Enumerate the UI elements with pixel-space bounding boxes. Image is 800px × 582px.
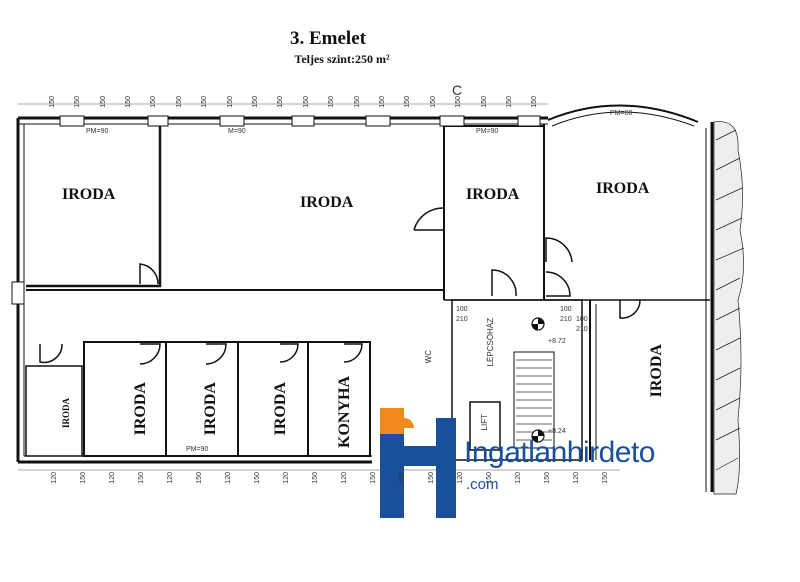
- door-note-1b: 210: [456, 316, 468, 323]
- dimension-label: 150: [277, 96, 285, 108]
- dimension-label: 150: [48, 96, 56, 108]
- dimension-label: 150: [302, 96, 310, 108]
- room-label-konyha: KONYHA: [336, 376, 353, 448]
- dimension-label: 150: [601, 472, 609, 484]
- dimension-label: 120: [456, 472, 464, 484]
- room-label-iroda-small: IRODA: [61, 398, 71, 429]
- room-label-iroda-8: IRODA: [272, 382, 289, 436]
- dimension-label: 150: [137, 472, 145, 484]
- dimension-label: 150: [74, 96, 82, 108]
- door-note-2b: 210: [560, 316, 572, 323]
- dimension-label: 150: [378, 96, 386, 108]
- dimension-label: 120: [50, 472, 58, 484]
- dimension-label: 150: [543, 472, 551, 484]
- dimension-label: 150: [99, 96, 107, 108]
- dimension-label: 150: [455, 96, 463, 108]
- window-note-1: PM=90: [86, 128, 109, 135]
- dimension-label: 120: [572, 472, 580, 484]
- page-title: 3. Emelet: [290, 28, 366, 49]
- room-label-iroda-7: IRODA: [202, 382, 219, 436]
- dimension-label: 150: [505, 96, 513, 108]
- dimension-label: 150: [201, 96, 209, 108]
- room-label-lepcsohaz: LÉPCSŐHÁZ: [486, 318, 495, 367]
- level-note-2: +8.24: [548, 428, 566, 435]
- door-note-3b: 210: [576, 326, 588, 333]
- logo-mark: [380, 408, 456, 518]
- window-note-4: PM=60: [610, 110, 633, 117]
- dimension-label: 150: [404, 96, 412, 108]
- window-note-5: PM=90: [186, 446, 209, 453]
- page-subtitle: Teljes szint:250 m²: [294, 52, 390, 66]
- dimension-label: 120: [224, 472, 232, 484]
- walls: [16, 104, 714, 492]
- room-label-lift: LIFT: [480, 414, 489, 431]
- dimension-label: 150: [369, 472, 377, 484]
- dimension-label: 120: [166, 472, 174, 484]
- dimension-label: 150: [195, 472, 203, 484]
- dimension-label: 150: [328, 96, 336, 108]
- dimension-label: 150: [253, 472, 261, 484]
- dimension-label: 120: [340, 472, 348, 484]
- dimension-label: 150: [480, 96, 488, 108]
- stair-treads: [516, 359, 552, 441]
- dimension-label: 150: [427, 472, 435, 484]
- level-note-1: +8.72: [548, 338, 566, 345]
- dimension-label: 150: [175, 96, 183, 108]
- exterior-hatch: [713, 121, 745, 495]
- dimension-label: 150: [226, 96, 234, 108]
- dimension-label: 150: [353, 96, 361, 108]
- room-label-iroda-2: IRODA: [300, 194, 354, 211]
- door-note-3a: 100: [576, 316, 588, 323]
- dimension-label: 150: [124, 96, 132, 108]
- door-note-1a: 100: [456, 306, 468, 313]
- door-swings: [39, 207, 641, 365]
- corner-mark: C: [452, 82, 463, 98]
- dimension-label: 150: [251, 96, 259, 108]
- dimension-label: 120: [108, 472, 116, 484]
- room-label-iroda-5: IRODA: [648, 344, 665, 398]
- door-note-2a: 100: [560, 306, 572, 313]
- watermark-brand: Ingatlanhirdeto: [464, 436, 656, 469]
- dimension-label: 120: [282, 472, 290, 484]
- dimension-label: 120: [514, 472, 522, 484]
- dimension-label: 120: [398, 472, 406, 484]
- window-note-3: PM=90: [476, 128, 499, 135]
- dimension-label: 150: [79, 472, 87, 484]
- watermark-domain: .com: [466, 476, 499, 493]
- window-markers: [11, 115, 541, 305]
- dimension-label: 150: [531, 96, 539, 108]
- dimension-label: 150: [429, 96, 437, 108]
- dimension-label: 150: [311, 472, 319, 484]
- room-label-wc: WC: [424, 350, 433, 364]
- dimension-label: 150: [150, 96, 158, 108]
- window-note-2: M=90: [228, 128, 246, 135]
- level-symbols: [531, 317, 545, 443]
- room-label-iroda-4: IRODA: [596, 180, 650, 197]
- room-label-iroda-3: IRODA: [466, 186, 520, 203]
- room-label-iroda-1: IRODA: [62, 186, 116, 203]
- room-label-iroda-6: IRODA: [132, 382, 149, 436]
